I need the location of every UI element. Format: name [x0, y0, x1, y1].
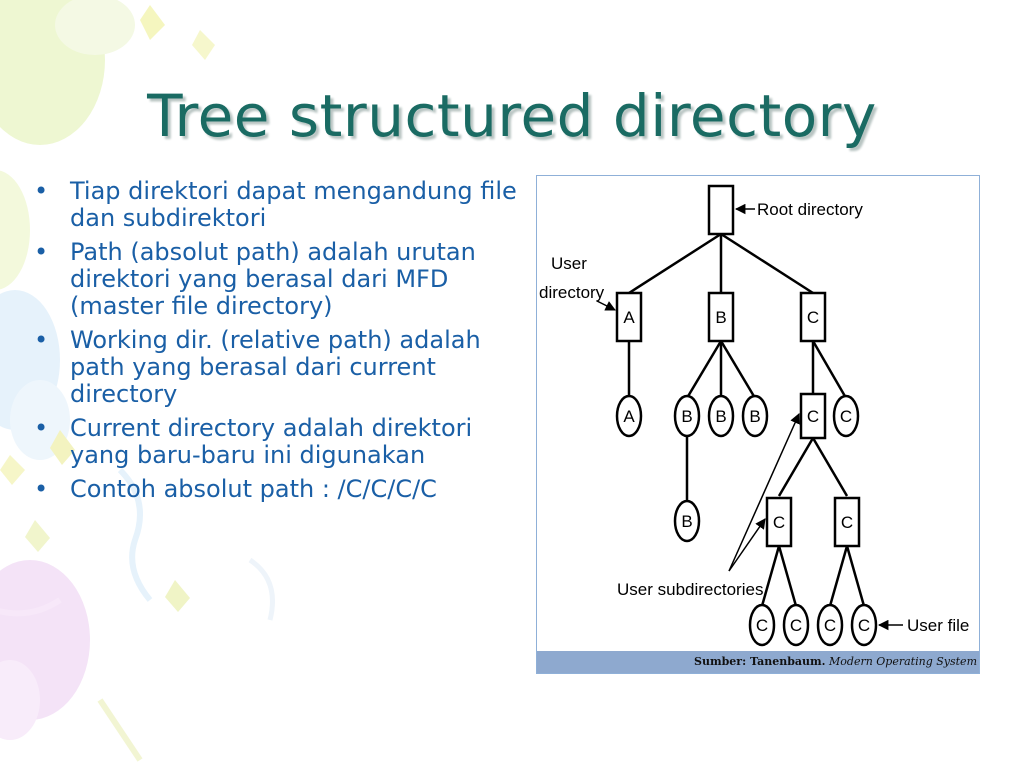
file-c1-node — [832, 394, 860, 438]
bullet-dot-icon: • — [34, 238, 49, 266]
file-b1-label: B — [681, 407, 692, 426]
bullet-item: • Contoh absolut path : /C/C/C/C — [30, 476, 530, 503]
dir-c-label: C — [807, 308, 819, 327]
file-c2-node — [748, 603, 776, 647]
user-directory-label-line2: directory — [539, 283, 605, 302]
dir-b-box — [707, 291, 735, 343]
file-b4-label: B — [681, 512, 692, 531]
user-directory-arrow — [596, 300, 616, 311]
file-b2-node — [707, 394, 735, 438]
dir-a-label: A — [623, 308, 635, 327]
source-author: Sumber: Tanenbaum. — [694, 655, 826, 668]
file-b4-node — [673, 499, 701, 543]
bullet-item: • Current directory adalah direktori yang… — [30, 415, 530, 469]
bullet-dot-icon: • — [34, 326, 49, 354]
subdir-c2-label: C — [773, 513, 785, 532]
bullet-item: • Working dir. (relative path) adalah pat… — [30, 327, 530, 408]
file-c5-label: C — [858, 616, 870, 635]
bullet-item: • Path (absolut path) adalah urutan direk… — [30, 239, 530, 320]
file-b2-label: B — [715, 407, 726, 426]
bullet-text: Current directory adalah direktori yang … — [70, 414, 473, 469]
bullet-dot-icon: • — [34, 414, 49, 442]
file-b3-node — [741, 394, 769, 438]
bullet-item: • Tiap direktori dapat mengandung file da… — [30, 178, 530, 232]
file-c4-node — [816, 603, 844, 647]
source-caption: Sumber: Tanenbaum. Modern Operating Syst… — [537, 651, 979, 673]
subdir-c3-label: C — [841, 513, 853, 532]
bullet-dot-icon: • — [34, 177, 49, 205]
file-c3-label: C — [790, 616, 802, 635]
subdir-c1-box — [799, 392, 827, 440]
bullet-text: Path (absolut path) adalah urutan direkt… — [70, 238, 476, 320]
directory-tree-diagram: A B C A B B B C C B C C C C C C Root — [539, 184, 969, 647]
file-c1-label: C — [840, 407, 852, 426]
source-title: Modern Operating System — [829, 655, 977, 668]
dir-c-box — [799, 291, 827, 343]
bullet-text: Contoh absolut path : /C/C/C/C — [70, 475, 437, 503]
bullet-list: • Tiap direktori dapat mengandung file da… — [30, 178, 530, 510]
user-subdirectories-label: User subdirectories — [617, 580, 763, 599]
file-c5-node — [850, 603, 878, 647]
file-c4-label: C — [824, 616, 836, 635]
file-a-node — [615, 394, 643, 438]
user-subdirectories-arrow-2 — [728, 518, 766, 572]
subdir-c2-box — [765, 496, 793, 548]
user-file-label: User file — [907, 616, 969, 635]
root-directory-label: Root directory — [757, 200, 863, 219]
bullet-dot-icon: • — [34, 475, 49, 503]
bullet-text: Working dir. (relative path) adalah path… — [70, 326, 481, 408]
file-b1-node — [673, 394, 701, 438]
file-a-label: A — [623, 407, 635, 426]
user-directory-label-line1: User — [551, 254, 587, 273]
subdir-c1-label: C — [807, 407, 819, 426]
file-c2-label: C — [756, 616, 768, 635]
user-subdirectories-arrow-1 — [728, 413, 800, 572]
root-directory-box — [707, 184, 735, 236]
file-c3-node — [782, 603, 810, 647]
slide-title: Tree structured directory — [147, 82, 877, 150]
file-b3-label: B — [749, 407, 760, 426]
bullet-text: Tiap direktori dapat mengandung file dan… — [70, 177, 517, 232]
subdir-c3-box — [833, 496, 861, 548]
dir-a-box — [615, 291, 643, 343]
dir-b-label: B — [715, 308, 726, 327]
directory-tree-figure: A B C A B B B C C B C C C C C C Root — [536, 175, 980, 674]
